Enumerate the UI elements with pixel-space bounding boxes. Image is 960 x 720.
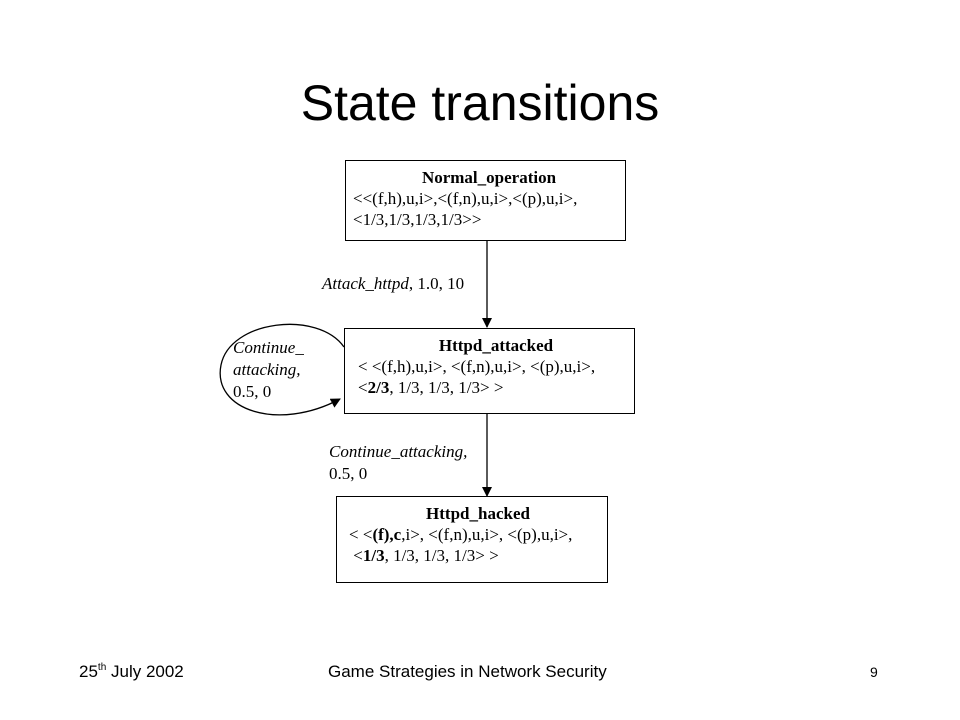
prob-changed: 2/3 [367,378,390,397]
action-name: Continue_attacking, [329,442,468,461]
state-httpd-hacked: Httpd_hacked < <(f),c,i>, <(f,n),u,i>, <… [336,496,608,583]
prob-rest: , 1/3, 1/3, 1/3> > [389,378,504,397]
action-params: 0.5, 0 [233,382,272,401]
vector-open: < < [349,525,373,544]
prob-rest: , 1/3, 1/3, 1/3> > [384,546,499,565]
label-self-loop: Continue_ attacking, 0.5, 0 [233,337,304,403]
date-rest: July 2002 [106,662,184,681]
state-name: Httpd_attacked [438,336,554,355]
date-suffix: th [97,662,107,673]
prob-changed: 1/3 [362,546,385,565]
state-probabilities: <2/3, 1/3, 1/3, 1/3> > [358,377,634,398]
slide-title: State transitions [300,75,660,131]
state-name: Httpd_hacked [426,504,530,523]
state-vector: <<(f,h),u,i>,<(f,n),u,i>,<(p),u,i>, [353,189,578,208]
state-normal-operation: Normal_operation <<(f,h),u,i>,<(f,n),u,i… [345,160,626,241]
action-name-line2: attacking, [233,360,301,379]
action-params: , 1.0, 10 [408,274,465,293]
prob-open: < [349,546,363,565]
vector-changed: (f),c [372,525,402,544]
date-day: 25 [79,662,98,681]
action-name-line1: Continue_ [233,338,304,357]
prob-open: < [358,378,368,397]
vector-rest: ,i>, <(f,n),u,i>, <(p),u,i>, [401,525,573,544]
footer-presentation-title: Game Strategies in Network Security [328,662,607,681]
state-httpd-attacked: Httpd_attacked < <(f,h),u,i>, <(f,n),u,i… [344,328,635,414]
state-name: Normal_operation [421,168,557,187]
state-vector: < <(f,h),u,i>, <(f,n),u,i>, <(p),u,i>, [358,357,596,376]
footer-date: 25th July 2002 [79,661,184,683]
action-name: Attack_httpd [322,274,409,293]
state-vector: < <(f),c,i>, <(f,n),u,i>, <(p),u,i>, [349,524,607,545]
label-continue-attacking: Continue_attacking, 0.5, 0 [329,441,467,485]
label-attack-httpd: Attack_httpd, 1.0, 10 [322,273,464,294]
state-probabilities: <1/3, 1/3, 1/3, 1/3> > [349,545,607,566]
footer-page-number: 9 [870,664,878,680]
arrow-self-loop [219,323,345,416]
state-probabilities: <1/3,1/3,1/3,1/3>> [353,210,482,229]
action-params: 0.5, 0 [329,464,368,483]
